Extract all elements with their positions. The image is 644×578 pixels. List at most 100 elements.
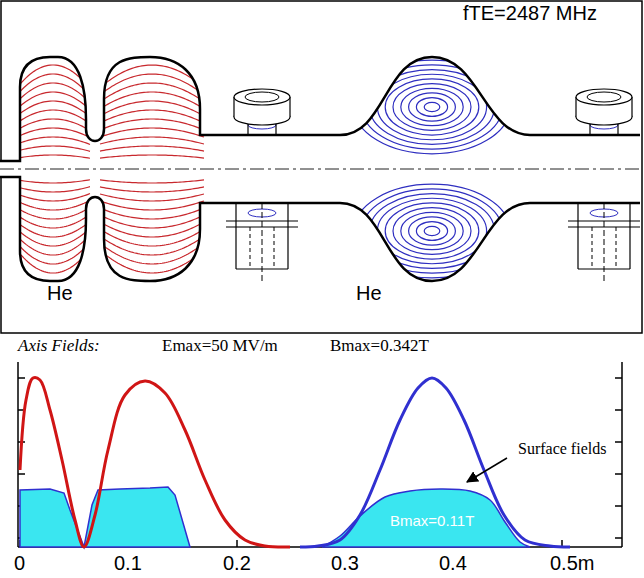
helium-vessel: He	[15, 26, 205, 312]
hidden-line	[250, 227, 251, 269]
field-contour	[370, 194, 495, 269]
e-field-line	[18, 180, 90, 183]
axis-tick-label: 0.3	[331, 552, 359, 575]
e-field-line	[100, 194, 204, 201]
port-flange	[234, 89, 290, 105]
e-field-line	[100, 180, 204, 183]
y-tick	[18, 473, 25, 475]
text-slot: Bmax=0.11T	[390, 512, 474, 529]
axis-tick-label: 0	[14, 552, 25, 575]
port-bore	[587, 92, 621, 102]
coupler-port	[226, 89, 298, 281]
axis-field-text: Bmax=0.342T	[330, 336, 429, 356]
e-field-line	[100, 243, 204, 264]
coupler-port	[568, 89, 640, 281]
port-body	[629, 203, 630, 269]
field-contour	[370, 70, 495, 145]
surface-field-area	[322, 489, 530, 547]
port-flange	[233, 97, 234, 117]
frame	[1, 1, 642, 333]
text-slot: fTE=2487 MHz	[463, 2, 597, 25]
surface-fields-callout: Surface fields	[512, 437, 613, 461]
y-tick	[18, 377, 25, 379]
e-field-line	[100, 146, 204, 151]
e-field-line	[18, 128, 90, 138]
text-slot: Axis Fields:	[18, 336, 100, 356]
port-body	[235, 203, 236, 269]
e-field-line	[18, 228, 90, 246]
e-field-line	[100, 250, 204, 273]
field-contour	[416, 98, 447, 117]
cavity-interior	[0, 169, 640, 281]
b-axis-curve	[300, 378, 570, 547]
text-slot: 0.4	[439, 552, 467, 575]
axis-fields-band-fill	[12, 334, 644, 358]
e-field-line	[100, 74, 204, 95]
y-axis	[621, 362, 623, 547]
e-field-line	[18, 235, 90, 255]
port-flange	[289, 97, 290, 117]
field-contour	[385, 203, 479, 259]
field-contour	[409, 217, 456, 245]
text-slot: Emax=50 MV/m	[162, 336, 278, 356]
hidden-line	[616, 227, 617, 269]
axis-field-text: Emax=50 MV/m	[162, 336, 278, 356]
e-field-line	[100, 222, 204, 237]
e-field-line	[100, 187, 204, 192]
text-slot: Surface fields	[518, 440, 606, 458]
e-field-line	[18, 101, 90, 117]
e-field-line	[100, 83, 204, 102]
text-slot: 0.5m	[550, 552, 594, 575]
axis-tick-label: 0.4	[439, 552, 467, 575]
text-slot: Bmax=0.342T	[330, 336, 429, 356]
leader-arrow	[467, 458, 507, 482]
field-contour	[424, 102, 440, 111]
x-tick	[236, 540, 238, 547]
surface-bmax-label: Bmax=0.11T	[390, 512, 474, 529]
field-contour	[401, 88, 463, 125]
e-field-line	[100, 128, 204, 137]
e-field-line	[18, 110, 90, 124]
port-flange	[576, 89, 632, 105]
surface-field-area	[20, 487, 190, 547]
y-tick	[615, 473, 622, 475]
text-slot: 0.3	[331, 552, 359, 575]
e-field-line	[18, 92, 90, 110]
frequency-label: fTE=2487 MHz	[463, 2, 597, 25]
hidden-line	[274, 227, 275, 269]
e-field-line	[18, 146, 90, 151]
y-tick	[615, 377, 622, 379]
e-axis-curve	[20, 378, 290, 547]
axis-tick-label: 0.2	[223, 552, 251, 575]
e-field-line	[100, 65, 204, 88]
port-bore	[245, 92, 279, 102]
e-field-line	[18, 194, 90, 201]
e-field-line	[100, 110, 204, 123]
e-field-line	[100, 119, 204, 130]
y-axis	[17, 362, 19, 547]
vessel-label: He	[47, 282, 73, 305]
vessel-label: He	[356, 282, 382, 305]
e-field-line	[18, 83, 90, 103]
field-contour	[385, 79, 479, 135]
field-contour	[424, 226, 440, 235]
field-contour	[393, 208, 471, 255]
e-field-line	[18, 137, 90, 144]
hidden-line	[592, 227, 593, 269]
helium-vessel-fill	[340, 26, 530, 312]
hidden-line	[262, 203, 263, 281]
e-field-line	[100, 215, 204, 228]
field-contour	[401, 212, 463, 249]
y-tick	[615, 537, 622, 539]
field-contour	[416, 222, 447, 241]
text-slot: He	[47, 282, 73, 305]
axis-tick-label: 0.1	[114, 552, 142, 575]
e-field-line	[18, 214, 90, 228]
e-field-line	[18, 200, 90, 210]
e-field-line	[100, 137, 204, 144]
e-field-line	[100, 101, 204, 116]
axis-fields-band: Axis Fields: Emax=50 MV/m Bmax=0.342T	[12, 334, 644, 358]
field-contour	[362, 189, 502, 273]
axis-tick-label: 0.5m	[550, 552, 594, 575]
e-field-line	[100, 92, 204, 109]
